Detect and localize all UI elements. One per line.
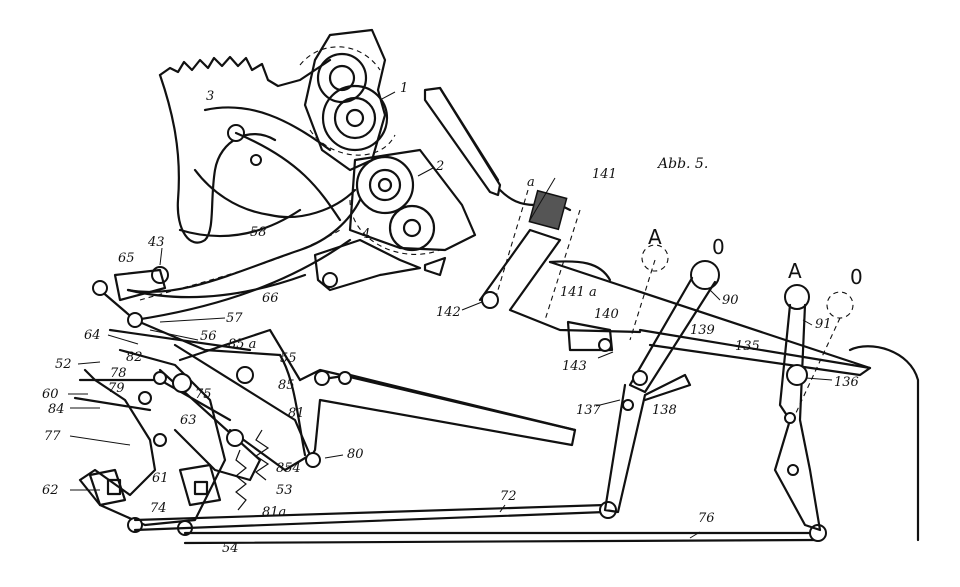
label-91: 91 xyxy=(815,317,832,332)
label-43: 43 xyxy=(147,235,165,250)
label-82: 82 xyxy=(126,350,143,365)
label-62: 62 xyxy=(42,483,59,498)
label-72: 72 xyxy=(500,489,517,504)
label-66: 66 xyxy=(262,291,279,306)
label-85a: 85 a xyxy=(228,337,256,352)
leader-lines xyxy=(68,91,833,539)
label-81: 81 xyxy=(288,406,305,421)
label-57: 57 xyxy=(226,311,243,326)
label-A-right: A xyxy=(788,259,802,283)
label-75: 75 xyxy=(195,387,212,402)
label-80: 80 xyxy=(347,447,364,462)
label-58: 58 xyxy=(250,225,267,240)
figure-title: Abb. 5. xyxy=(656,156,708,172)
label-56: 56 xyxy=(200,329,217,344)
label-90: 90 xyxy=(722,293,739,308)
roller-housing-2 xyxy=(313,148,477,292)
label-142: 142 xyxy=(436,305,461,320)
connecting-rods xyxy=(133,501,827,545)
label-77: 77 xyxy=(44,429,61,444)
key-lever-141 xyxy=(478,188,642,352)
label-136: 136 xyxy=(834,375,859,390)
label-143: 143 xyxy=(562,359,587,374)
label-74: 74 xyxy=(150,501,167,516)
label-2: 2 xyxy=(435,159,444,174)
lever-80-arm xyxy=(278,353,577,468)
feeder-plate xyxy=(423,86,502,197)
label-1: 1 xyxy=(400,81,408,96)
label-139: 139 xyxy=(690,323,715,338)
label-55: 55 xyxy=(280,351,297,366)
label-85: 85 xyxy=(278,378,295,393)
label-79: 79 xyxy=(108,381,125,396)
label-61: 61 xyxy=(152,471,169,486)
label-78: 78 xyxy=(110,366,127,381)
label-76: 76 xyxy=(698,511,715,526)
label-65: 65 xyxy=(118,251,135,266)
label-60: 60 xyxy=(42,387,59,402)
label-138: 138 xyxy=(652,403,677,418)
label-141: 141 xyxy=(592,167,617,182)
lever-cluster-left xyxy=(73,280,312,536)
label-52: 52 xyxy=(55,357,72,372)
bar-135 xyxy=(548,260,920,542)
linkage-arms-upper xyxy=(113,124,362,322)
label-140: 140 xyxy=(594,307,619,322)
label-81a: 81a xyxy=(262,505,286,520)
label-4: 4 xyxy=(361,227,370,242)
label-135: 135 xyxy=(735,339,760,354)
label-141a: 141 a xyxy=(560,285,597,300)
label-0-left: 0 xyxy=(712,235,725,259)
label-A-left: A xyxy=(648,225,662,249)
label-854: 854 xyxy=(276,461,301,476)
label-137: 137 xyxy=(576,403,602,418)
gear-sector-3 xyxy=(158,55,357,244)
label-3: 3 xyxy=(206,89,214,104)
label-53: 53 xyxy=(276,483,293,498)
lever-90 xyxy=(603,244,720,514)
label-63: 63 xyxy=(180,413,197,428)
label-64: 64 xyxy=(84,328,101,343)
label-84: 84 xyxy=(48,402,65,417)
lever-91 xyxy=(773,284,854,532)
label-0-right: 0 xyxy=(850,265,863,289)
label-54: 54 xyxy=(222,541,239,556)
label-a: a xyxy=(527,175,535,190)
